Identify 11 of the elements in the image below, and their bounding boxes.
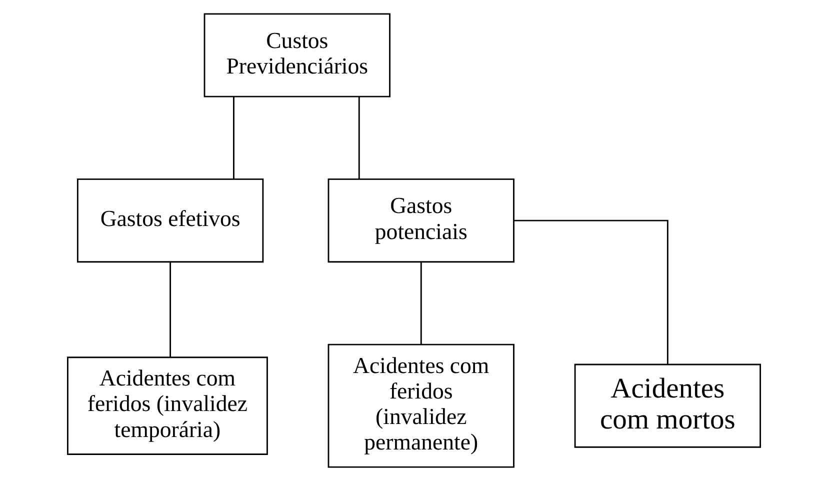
- connector: [170, 262, 172, 358]
- node-box: Acidentes com mortos: [574, 364, 762, 448]
- connector: [358, 96, 360, 179]
- connector: [233, 96, 234, 179]
- connector: [514, 220, 668, 364]
- node-box: Acidentes com feridos (invalidez temporária): [66, 356, 268, 455]
- node-box: Acidentes com feridos (invalidez permanente): [328, 344, 514, 468]
- node-box: Gastos efetivos: [76, 178, 264, 263]
- connector: [420, 262, 422, 344]
- node-box: Gastos potenciais: [328, 178, 514, 263]
- node-box: Custos Previdenciários: [204, 13, 390, 98]
